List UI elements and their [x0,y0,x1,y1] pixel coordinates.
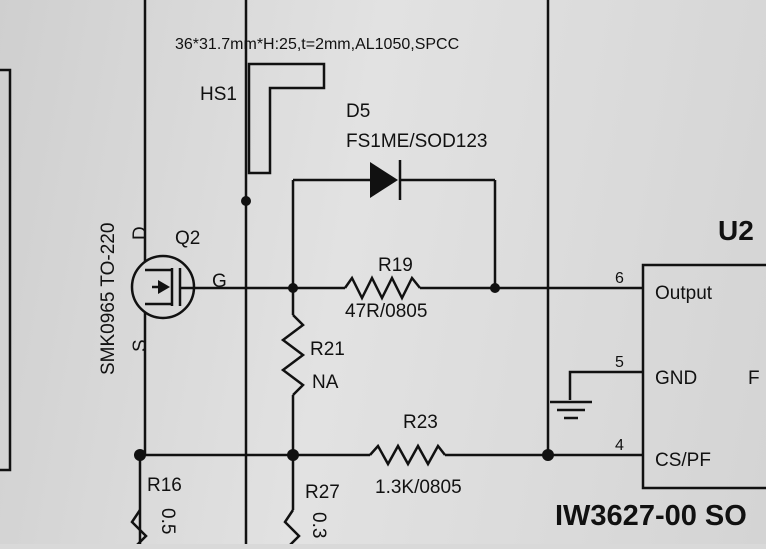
u2-pin4-name: CS/PF [655,450,711,471]
mosfet-pin-s: S [130,339,151,352]
u2-pin6-name: Output [655,283,713,304]
r27-value: 0.3 [308,512,329,538]
u2-pin5-num: 5 [615,354,624,371]
u2-body [641,263,766,490]
r19-value: 47R/0805 [345,301,427,322]
ground-symbol [550,400,592,420]
r21-ref: R21 [310,339,345,360]
r23-value: 1.3K/0805 [375,477,462,498]
r23-ref: R23 [403,412,438,433]
mosfet-symbol [130,254,196,320]
u2-pin6-num: 6 [615,270,624,287]
r19-ref: R19 [378,255,413,276]
r19-symbol [343,275,421,301]
heatsink-ref: HS1 [200,84,237,105]
u2-part: IW3627-00 SO [555,500,747,532]
sheet-border [0,68,12,472]
r27-ref: R27 [305,482,340,503]
mosfet-ref: Q2 [175,228,200,249]
diode-ref: D5 [346,101,370,122]
junctions [134,196,554,461]
u2-pin5-name: GND [655,368,697,389]
r16-value: 0.5 [157,508,178,534]
heatsink-spec: 36*31.7mm*H:25,t=2mm,AL1050,SPCC [175,36,459,53]
r21-value: NA [312,372,339,393]
heatsink-symbol [247,62,326,175]
mosfet-pin-d: D [130,226,151,240]
u2-right-pin-partial: F [748,368,760,389]
mosfet-part: SMK0965 TO-220 [98,223,119,375]
u2-ref: U2 [718,215,754,246]
r23-symbol [369,443,446,467]
u2-pin4-num: 4 [615,437,624,454]
diode-value: FS1ME/SOD123 [346,131,488,152]
r27-symbol [283,509,301,549]
r21-symbol [280,314,306,396]
mosfet-pin-g: G [212,271,227,292]
r16-symbol [130,509,148,549]
diode-symbol [370,160,402,200]
r16-ref: R16 [147,475,182,496]
